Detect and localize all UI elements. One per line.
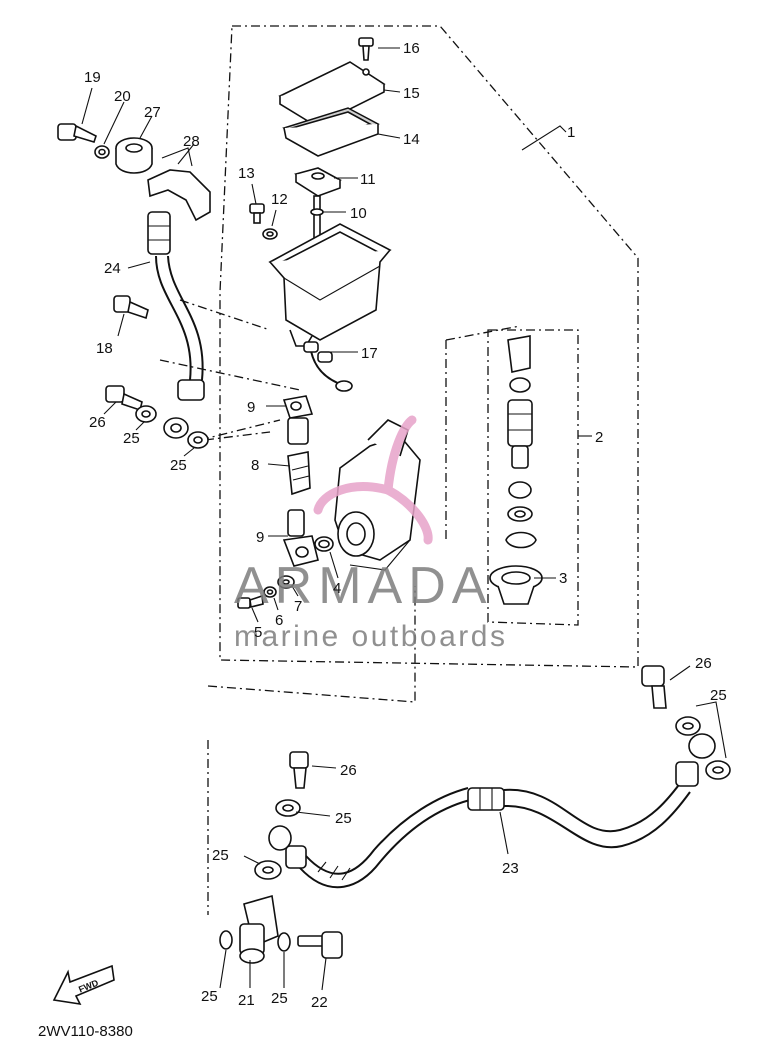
- callout-25a: 25: [123, 430, 140, 447]
- bolt-26-upper[interactable]: [105, 385, 143, 412]
- callout-11: 11: [360, 171, 376, 188]
- callout-9b: 9: [256, 529, 264, 546]
- bolt-18[interactable]: [113, 295, 149, 320]
- fitting-21[interactable]: [239, 894, 279, 964]
- assembly-outlines: [159, 25, 639, 915]
- callout-23: 23: [502, 860, 519, 877]
- callout-1: 1: [567, 124, 575, 141]
- brake-hose-24[interactable]: [147, 211, 205, 439]
- callout-28: 28: [183, 133, 200, 150]
- washer-12[interactable]: [262, 228, 278, 240]
- callout-20: 20: [114, 88, 131, 105]
- hose-17[interactable]: [303, 341, 353, 392]
- leader-bracket: [445, 325, 521, 540]
- screw-16[interactable]: [358, 37, 374, 61]
- leader-hose24: [159, 299, 301, 441]
- reservoir-assembly: [249, 37, 392, 392]
- callout-24: 24: [104, 260, 121, 277]
- assembly-2-outline: [487, 329, 579, 626]
- callout-26c: 26: [695, 655, 712, 672]
- brake-hose-23[interactable]: [268, 733, 716, 889]
- brand-tagline: marine outboards: [234, 620, 507, 653]
- o-ring-4[interactable]: [314, 536, 334, 552]
- callout-2: 2: [595, 429, 603, 446]
- callout-25f: 25: [201, 988, 218, 1005]
- brand-name: ARMADA: [234, 557, 492, 615]
- watermark: ARMADA marine outboards: [234, 415, 507, 653]
- leader-lines: [81, 47, 727, 991]
- bracket-28[interactable]: [147, 147, 211, 222]
- fwd-arrow: FWD: [52, 964, 115, 1006]
- fitting-9-upper[interactable]: [282, 395, 314, 445]
- grommet-27[interactable]: [115, 137, 153, 174]
- callout-27: 27: [144, 104, 161, 121]
- bolt-5[interactable]: [237, 594, 264, 609]
- washer-25-e[interactable]: [675, 716, 701, 736]
- callout-13: 13: [238, 165, 255, 182]
- callout-16: 16: [403, 40, 420, 57]
- callout-10: 10: [350, 205, 367, 222]
- callout-5: 5: [254, 624, 262, 641]
- callout-25e: 25: [710, 687, 727, 704]
- callout-19: 19: [84, 69, 101, 86]
- washer-6[interactable]: [263, 586, 277, 598]
- callout-8: 8: [251, 457, 259, 474]
- washer-25-b[interactable]: [187, 431, 209, 449]
- callout-25c: 25: [335, 810, 352, 827]
- callout-12: 12: [271, 191, 288, 208]
- diaphragm-14[interactable]: [282, 107, 380, 157]
- callout-7: 7: [294, 598, 302, 615]
- bolt-19[interactable]: [57, 123, 97, 143]
- boot-3[interactable]: [489, 565, 543, 605]
- bolt-22[interactable]: [297, 931, 343, 959]
- callout-17: 17: [361, 345, 378, 362]
- callout-21: 21: [238, 992, 255, 1009]
- bolt-26-right[interactable]: [641, 665, 667, 709]
- screw-13[interactable]: [249, 203, 265, 224]
- callout-26b: 26: [340, 762, 357, 779]
- master-cylinder-body[interactable]: [334, 419, 421, 571]
- washer-25-a[interactable]: [135, 405, 157, 423]
- brand-logo: [313, 415, 433, 545]
- callout-15: 15: [403, 85, 420, 102]
- callout-18: 18: [96, 340, 113, 357]
- washer-25-c[interactable]: [275, 799, 301, 817]
- callout-25g: 25: [271, 990, 288, 1007]
- callout-25d: 25: [212, 847, 229, 864]
- washer-20[interactable]: [94, 145, 110, 159]
- washer-25-d[interactable]: [254, 860, 282, 880]
- callout-14: 14: [403, 131, 420, 148]
- washer-25-g[interactable]: [219, 930, 291, 952]
- callout-6: 6: [275, 612, 283, 629]
- callout-25b: 25: [170, 457, 187, 474]
- callout-26a: 26: [89, 414, 106, 431]
- callouts: 1 2 3 4 5 6 7 8 9 9 10 11 12 13 14 15 16…: [84, 40, 727, 1011]
- callout-4: 4: [333, 580, 341, 597]
- callout-3: 3: [559, 570, 567, 587]
- fitting-9-lower[interactable]: [282, 509, 319, 567]
- plate-11[interactable]: [294, 167, 342, 197]
- washer-7[interactable]: [277, 575, 295, 589]
- hose-8[interactable]: [287, 451, 311, 496]
- washer-25-f[interactable]: [705, 760, 731, 780]
- bolt-26-middle[interactable]: [289, 751, 309, 789]
- piston-kit-2[interactable]: [505, 335, 537, 549]
- reservoir-body[interactable]: [268, 223, 392, 347]
- callout-22: 22: [311, 994, 328, 1011]
- reservoir-cap-15[interactable]: [278, 61, 386, 127]
- diagram-code: 2WV110-8380: [38, 1023, 133, 1040]
- callout-9a: 9: [247, 399, 255, 416]
